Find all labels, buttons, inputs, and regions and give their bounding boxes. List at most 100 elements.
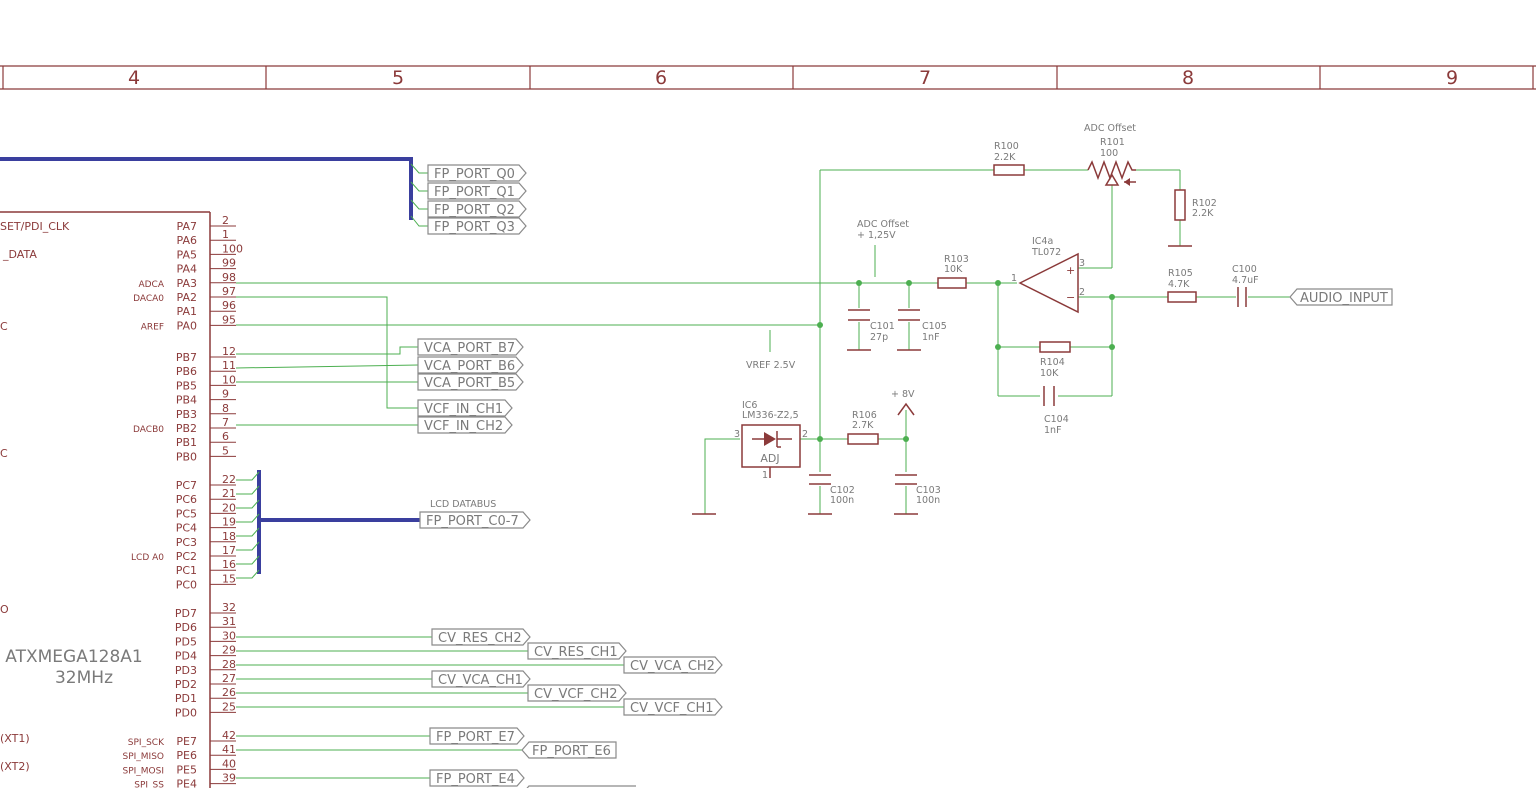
mcu-pin-number: 31 bbox=[222, 615, 236, 628]
mcu-pin-name: PC0 bbox=[176, 578, 197, 591]
mcu-pin-name: PC1 bbox=[176, 564, 197, 577]
resistor-r100 bbox=[993, 164, 1025, 176]
c105-name: C105 bbox=[922, 321, 947, 332]
ic6-adj: ADJ bbox=[760, 452, 779, 465]
ground-symbols bbox=[692, 245, 1192, 515]
mcu-pin-name: PB4 bbox=[176, 394, 197, 407]
r103-value: 10K bbox=[944, 264, 963, 275]
r106-value: 2.7K bbox=[852, 420, 874, 431]
net-label-vca-port-b6-flag bbox=[417, 356, 524, 374]
r105-name: R105 bbox=[1168, 268, 1193, 279]
mcu-pin-function: SPI_SS bbox=[134, 781, 164, 788]
net-label-audio-input: AUDIO_INPUT bbox=[1300, 291, 1388, 306]
c104-value: 1nF bbox=[1044, 425, 1062, 436]
opamp-minus-sign: − bbox=[1066, 291, 1075, 304]
mcu-left-fragment: C bbox=[0, 447, 8, 460]
ic4-value: TL072 bbox=[1031, 247, 1061, 258]
mcu-pin-number: 6 bbox=[222, 430, 229, 443]
mcu-pin-number: 7 bbox=[222, 416, 229, 429]
adc-offset-mid-label: ADC Offset bbox=[857, 219, 909, 230]
mcu-pin-name: PA0 bbox=[177, 319, 197, 332]
net-label-fp-port-q2: FP_PORT_Q2 bbox=[434, 203, 515, 218]
mcu-pin-name: PB2 bbox=[176, 422, 197, 435]
net-label-fp-port-e6-flag bbox=[521, 741, 617, 759]
net-label-vcf-in-ch2-flag bbox=[417, 416, 513, 434]
c104-name: C104 bbox=[1044, 414, 1069, 425]
mcu-pin-number: 17 bbox=[222, 544, 236, 557]
ic6-pin1: 1 bbox=[762, 470, 768, 481]
net-label-fp-port-q1-flag bbox=[427, 182, 527, 200]
net-label-vcf-in-ch2: VCF_IN_CH2 bbox=[424, 419, 503, 434]
mcu-pin-number: 25 bbox=[222, 700, 236, 713]
mcu-pin-function: SPI_MOSI bbox=[122, 766, 164, 776]
resistor-r105 bbox=[1167, 291, 1197, 303]
mcu-pin-number: 10 bbox=[222, 373, 236, 386]
mcu-pin-number: 96 bbox=[222, 299, 236, 312]
net-label-vca-port-b5-flag bbox=[417, 373, 524, 391]
frame-col-8: 8 bbox=[1182, 67, 1194, 89]
r104-name: R104 bbox=[1040, 357, 1065, 368]
net-label-vcf-in-ch1-flag bbox=[417, 399, 513, 417]
mcu-pin-name: PD6 bbox=[175, 621, 197, 634]
mcu-pin-number: 5 bbox=[222, 444, 229, 457]
net-label-fp-port-q3: FP_PORT_Q3 bbox=[434, 220, 515, 235]
mcu-pin-name: PE6 bbox=[176, 749, 197, 762]
mcu-pin-number: 42 bbox=[222, 729, 236, 742]
mcu-pin-name: PD3 bbox=[175, 664, 197, 677]
c101-value: 27p bbox=[870, 332, 888, 343]
mcu-pin-number: 21 bbox=[222, 487, 236, 500]
mcu-pin-name: PB0 bbox=[176, 450, 197, 463]
ic4-pin-plus: 3 bbox=[1079, 258, 1085, 269]
junctions bbox=[817, 280, 1115, 442]
r102-value: 2.2K bbox=[1192, 208, 1214, 219]
net-label-fp-port-q1: FP_PORT_Q1 bbox=[434, 185, 515, 200]
mcu-pin-name: PE7 bbox=[176, 735, 197, 748]
net-label-vca-port-b7-flag bbox=[417, 338, 524, 356]
mcu-pin-name: PD2 bbox=[175, 678, 197, 691]
net-label-cv-res-ch1-flag bbox=[527, 642, 627, 660]
c102-value: 100n bbox=[830, 495, 854, 506]
mcu-pin-number: 15 bbox=[222, 572, 236, 585]
frame-col-9: 9 bbox=[1446, 67, 1458, 89]
net-label-fp-port-q3-flag bbox=[427, 217, 527, 235]
net-label-cv-res-ch2: CV_RES_CH2 bbox=[438, 631, 522, 646]
ic6-pin3: 3 bbox=[734, 429, 740, 440]
mcu-name: ATXMEGA128A1 bbox=[5, 647, 142, 667]
r105-value: 4.7K bbox=[1168, 279, 1190, 290]
mcu-left-fragment: (XT1) bbox=[0, 732, 30, 745]
mcu-pin-number: 1 bbox=[222, 228, 229, 241]
mcu-pin-number: 98 bbox=[222, 271, 236, 284]
mcu-pin-name: PD0 bbox=[175, 706, 197, 719]
plus8v-label: + 8V bbox=[891, 389, 915, 400]
net-label-cv-vca-ch2-flag bbox=[623, 656, 723, 674]
mcu-pin-name: PA5 bbox=[177, 248, 197, 261]
r101-name: R101 bbox=[1100, 137, 1125, 148]
net-label-fp-port-q0: FP_PORT_Q0 bbox=[434, 167, 515, 182]
mcu-left-fragment: O bbox=[0, 603, 9, 616]
mcu-pin-number: 26 bbox=[222, 686, 236, 699]
mcu-pin-number: 39 bbox=[222, 772, 236, 785]
mcu-pin-number: 12 bbox=[222, 345, 236, 358]
mcu-pin-number: 9 bbox=[222, 388, 229, 401]
c100-name: C100 bbox=[1232, 264, 1257, 275]
mcu-pin-number: 11 bbox=[222, 359, 236, 372]
r104-value: 10K bbox=[1040, 368, 1059, 379]
net-label-vca-port-b6: VCA_PORT_B6 bbox=[424, 359, 515, 374]
resistor-r104 bbox=[1039, 341, 1071, 353]
mcu-left-fragment: (XT2) bbox=[0, 760, 30, 773]
mcu-pin-name: PC5 bbox=[176, 507, 197, 520]
mcu-pin-number: 19 bbox=[222, 516, 236, 529]
net-label-cv-vcf-ch2: CV_VCF_CH2 bbox=[534, 687, 618, 702]
mcu-pin-name: PA4 bbox=[177, 263, 197, 276]
opamp-plus-sign: + bbox=[1066, 264, 1075, 277]
mcu-pin-name: PB3 bbox=[176, 408, 197, 421]
mcu-pin-function: ADCA bbox=[138, 280, 164, 290]
mcu-pin-name: PA6 bbox=[177, 234, 197, 247]
mcu-pin-name: PD1 bbox=[175, 692, 197, 705]
net-label-fp-port-q2-flag bbox=[427, 200, 527, 218]
c103-name: C103 bbox=[916, 485, 941, 496]
mcu-pin-function: AREF bbox=[141, 322, 164, 332]
net-label-cv-vcf-ch2-flag bbox=[527, 684, 627, 702]
resistor-r102 bbox=[1174, 189, 1186, 221]
frame-col-4: 4 bbox=[128, 67, 140, 89]
